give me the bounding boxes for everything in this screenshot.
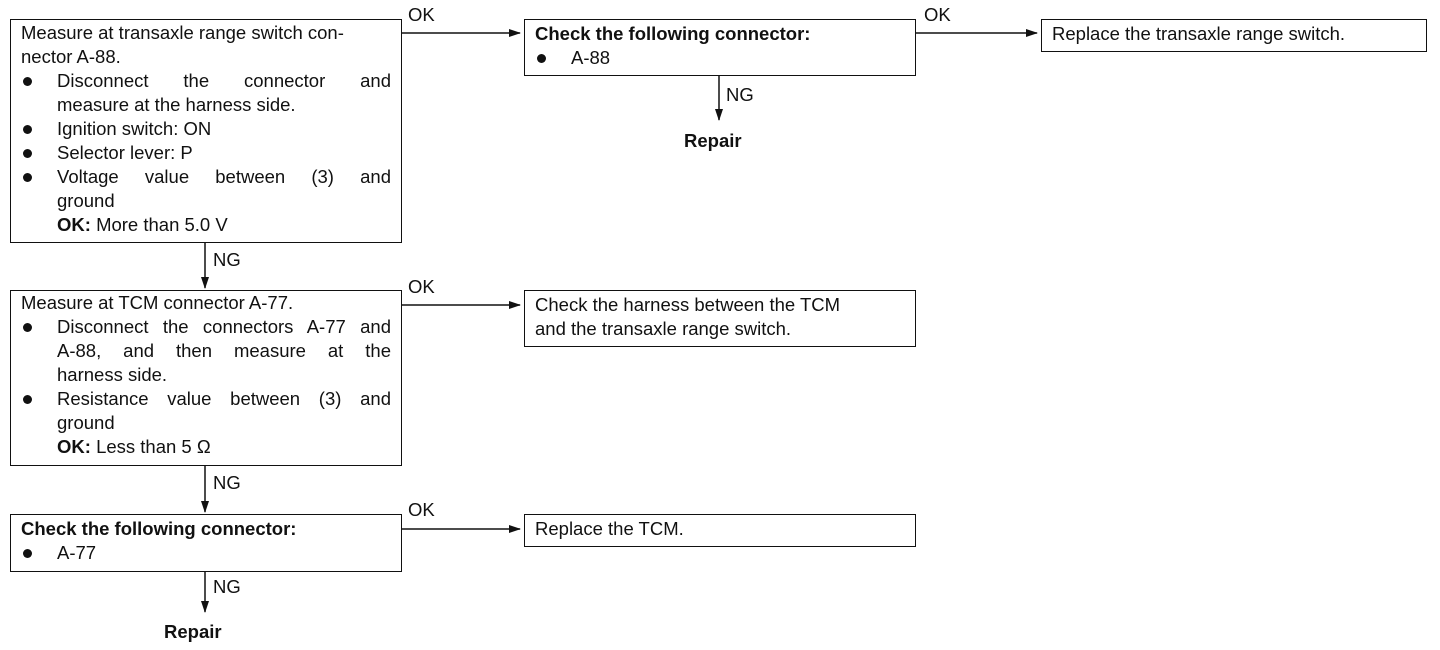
repair-label-2: Repair	[164, 621, 222, 642]
measure-a88-title-1: Measure at transaxle range switch con-	[21, 22, 344, 43]
ng-label-3: NG	[213, 472, 241, 493]
replace-tcm-box: Replace the TCM.	[524, 514, 916, 547]
measure-a88-box: Measure at transaxle range switch con- n…	[10, 19, 402, 243]
check-a77-title: Check the following connector:	[21, 518, 297, 539]
replace-tcm-text: Replace the TCM.	[535, 518, 684, 539]
bullet-disconnect-line-1: Disconnect the connector and	[57, 70, 391, 91]
ok-label-3: OK	[408, 276, 435, 297]
measure-a88-title-2: nector A-88.	[21, 46, 121, 67]
ok-result-label: OK:	[57, 436, 91, 457]
bullet-ignition-line: Ignition switch: ON	[57, 118, 212, 139]
bullet-disconnect-both-line-2: A-88, and then measure at the	[57, 340, 391, 361]
check-harness-line-1: Check the harness between the TCM	[535, 294, 841, 315]
bullet-voltage-line-2: ground	[57, 190, 115, 211]
ok-label-4: OK	[408, 499, 435, 520]
bullet-selector: Selector lever: P	[21, 141, 391, 165]
measure-a77-ok-result: OK: Less than 5 Ω	[21, 435, 391, 459]
bullet-ignition: Ignition switch: ON	[21, 117, 391, 141]
replace-switch-text: Replace the transaxle range switch.	[1052, 23, 1346, 44]
replace-switch-box: Replace the transaxle range switch.	[1041, 19, 1427, 52]
measure-a77-box: Measure at TCM connector A-77. Disconnec…	[10, 290, 402, 466]
bullet-voltage-line-1: Voltage value between (3) and	[57, 166, 391, 187]
ok-result-label: OK:	[57, 214, 91, 235]
ng-label-4: NG	[213, 576, 241, 597]
check-a88-title: Check the following connector:	[535, 23, 811, 44]
bullet-disconnect-line-2: measure at the harness side.	[57, 94, 296, 115]
check-a77-box: Check the following connector: A-77	[10, 514, 402, 572]
ng-label-1: NG	[726, 84, 754, 105]
bullet-disconnect-both-line-1: Disconnect the connectors A-77 and	[57, 316, 391, 337]
ok-result-value: More than 5.0 V	[96, 214, 228, 235]
bullet-disconnect: Disconnect the connector and measure at …	[21, 69, 391, 117]
check-a88-box: Check the following connector: A-88	[524, 19, 916, 76]
ok-result-value: Less than 5 Ω	[96, 436, 211, 457]
check-a88-bullet: A-88	[535, 46, 905, 70]
check-harness-box: Check the harness between the TCM and th…	[524, 290, 916, 347]
bullet-disconnect-both: Disconnect the connectors A-77 and A-88,…	[21, 315, 391, 387]
ng-label-2: NG	[213, 249, 241, 270]
bullet-voltage: Voltage value between (3) and ground	[21, 165, 391, 213]
bullet-selector-line: Selector lever: P	[57, 142, 193, 163]
ok-label-2: OK	[924, 4, 951, 25]
measure-a88-ok-result: OK: More than 5.0 V	[21, 213, 391, 237]
ok-label-1: OK	[408, 4, 435, 25]
bullet-resistance-line-1: Resistance value between (3) and	[57, 388, 391, 409]
bullet-resistance: Resistance value between (3) and ground	[21, 387, 391, 435]
check-a77-bullet: A-77	[21, 541, 391, 565]
bullet-disconnect-both-line-3: harness side.	[57, 364, 168, 385]
measure-a77-title: Measure at TCM connector A-77.	[21, 292, 294, 313]
bullet-resistance-line-2: ground	[57, 412, 115, 433]
check-harness-line-2: and the transaxle range switch.	[535, 318, 792, 339]
repair-label-1: Repair	[684, 130, 742, 151]
